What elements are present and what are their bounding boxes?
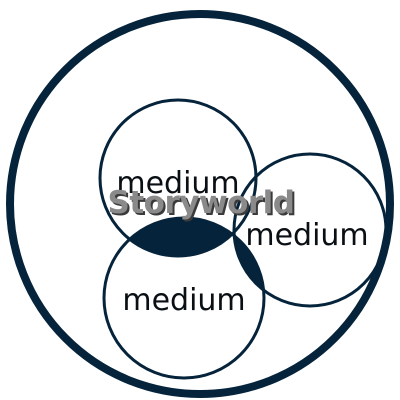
- watermark-text: Storyworld: [108, 185, 295, 221]
- outer-circle: [6, 10, 394, 398]
- circle-right: [232, 152, 388, 308]
- circle-top-label: medium: [116, 166, 239, 201]
- circle-right-label: medium: [245, 218, 368, 253]
- circle-bottom-label: medium: [122, 283, 245, 318]
- watermark-shadow: Storyworld: [110, 187, 297, 223]
- circle-bottom: [102, 216, 266, 380]
